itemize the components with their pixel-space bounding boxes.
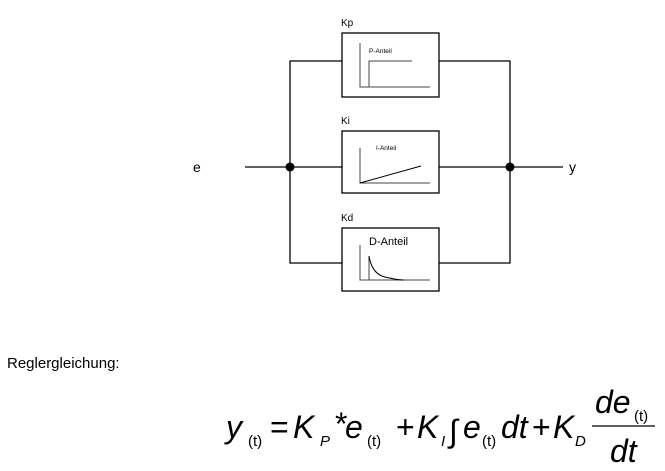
eq-y-sub: (t)	[248, 433, 262, 450]
eq-plus2: +	[532, 409, 551, 445]
ki-label: Ki	[341, 116, 350, 127]
eq-plus1: +	[396, 409, 415, 445]
controller-equation: y (t) = K P * e (t) + K I ∫ e (t) dt + K…	[224, 384, 655, 469]
eq-kd-sub: D	[575, 433, 586, 450]
eq-kd: K	[553, 409, 576, 445]
kd-label: Kd	[341, 213, 353, 224]
branch-point	[285, 162, 295, 172]
i-plot-label: I-Anteil	[376, 145, 397, 152]
eq-e1: e	[345, 409, 363, 445]
sum-wire	[439, 60, 511, 264]
eq-kp: K	[293, 409, 316, 445]
eq-kp-sub: P	[320, 433, 330, 450]
p-plot-axes	[359, 43, 430, 88]
p-step-curve	[368, 60, 412, 87]
eq-e2-sub: (t)	[482, 433, 496, 450]
eq-dt2: dt	[610, 433, 638, 469]
equation-heading: Reglergleichung:	[7, 355, 120, 372]
eq-y: y	[224, 409, 244, 445]
eq-e1-sub: (t)	[367, 433, 381, 450]
eq-de: de	[595, 384, 631, 420]
i-ramp-curve	[359, 165, 422, 184]
eq-de-sub: (t)	[634, 408, 648, 425]
split-wire	[289, 60, 342, 264]
d-decay-curve	[368, 255, 405, 281]
d-plot-axes	[359, 245, 430, 281]
i-block	[341, 130, 440, 194]
eq-dt1: dt	[501, 409, 529, 445]
eq-e2: e	[463, 409, 481, 445]
p-plot-label: P-Anteil	[369, 48, 392, 55]
p-block	[341, 32, 440, 98]
input-label: e	[193, 159, 201, 175]
output-label: y	[569, 159, 576, 175]
eq-ki-sub: I	[441, 433, 445, 450]
eq-ki: K	[417, 409, 440, 445]
eq-integral: ∫	[447, 413, 460, 449]
kp-label: Kp	[341, 18, 354, 29]
eq-equals: =	[270, 409, 289, 445]
d-plot-label: D-Anteil	[369, 236, 408, 248]
eq-times: *	[335, 406, 347, 442]
i-plot-axes	[359, 148, 430, 184]
summing-point	[505, 162, 515, 172]
d-block	[341, 227, 440, 292]
